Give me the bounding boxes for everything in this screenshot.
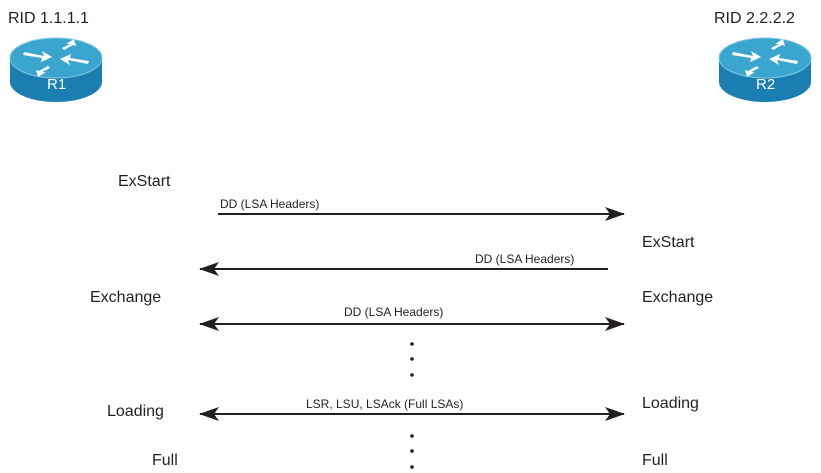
r1-state-exstart: ExStart xyxy=(118,173,171,190)
r1-rid-label: RID 1.1.1.1 xyxy=(8,10,89,27)
r2-state-exstart: ExStart xyxy=(642,234,695,251)
r2-rid-label: RID 2.2.2.2 xyxy=(714,10,795,27)
r1-state-full: Full xyxy=(152,452,178,469)
router-r1-icon xyxy=(9,37,103,102)
msg-lsr-lsu-lsack: LSR, LSU, LSAck (Full LSAs) xyxy=(306,397,464,411)
msg-dd-2: DD (LSA Headers) xyxy=(475,252,575,266)
msg-dd-1: DD (LSA Headers) xyxy=(220,197,320,211)
r1-name-label: R1 xyxy=(47,76,67,93)
ellipsis-dots-upper xyxy=(410,342,414,377)
r2-state-loading: Loading xyxy=(642,395,699,412)
r2-state-full: Full xyxy=(642,452,668,469)
r2-state-exchange: Exchange xyxy=(642,289,714,306)
r1-state-exchange: Exchange xyxy=(90,289,162,306)
r2-name-label: R2 xyxy=(756,76,776,93)
r1-state-loading: Loading xyxy=(107,403,164,420)
msg-dd-3: DD (LSA Headers) xyxy=(344,305,444,319)
router-r2-icon xyxy=(718,37,812,102)
ellipsis-dots-lower xyxy=(410,434,414,469)
